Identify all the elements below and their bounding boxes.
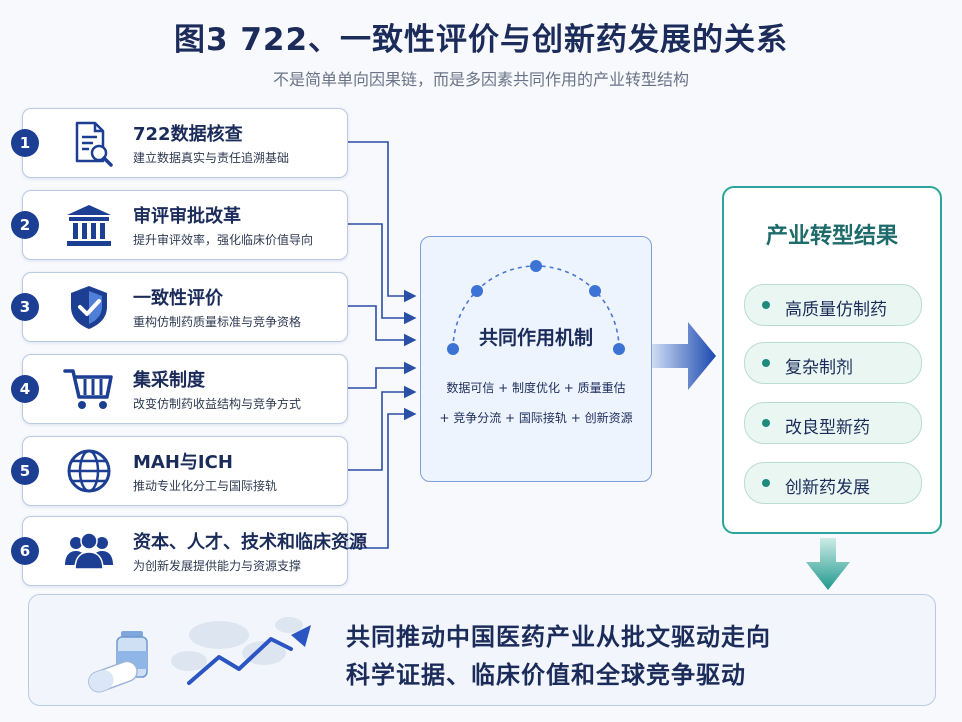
factor-title: 一致性评价 [133,288,223,309]
globe-icon [67,449,111,493]
conclusion-line-1: 共同推动中国医药产业从批文驱动走向 [346,623,771,651]
result-item: 创新药发展 [744,462,922,504]
shopping-cart-icon [63,369,113,409]
mechanism-line-2: + 竞争分流 + 国际接轨 + 创新资源 [439,411,633,425]
conclusion-banner: 共同推动中国医药产业从批文驱动走向 科学证据、临床价值和全球竞争驱动 [28,594,936,706]
vial-cap [121,631,143,637]
factor-description: 改变仿制药收益结构与竞争方式 [133,397,302,411]
result-item-label: 高质量仿制药 [785,300,887,320]
result-item-label: 复杂制剂 [785,358,853,378]
factor-description: 提升审评效率，强化临床价值导向 [133,233,314,247]
result-item: 高质量仿制药 [744,284,922,326]
connector-2 [346,223,417,325]
conclusion-line-2: 科学证据、临床价值和全球竞争驱动 [346,661,746,689]
people-group-icon [65,532,113,570]
mechanism-to-result-arrow [652,322,716,390]
capsule-icon [88,660,138,693]
connector-3 [346,305,417,347]
result-title: 产业转型结果 [765,224,898,249]
bullet-dot-icon [762,301,770,309]
page-title: 图3 722、一致性评价与创新药发展的关系 [173,22,789,58]
growth-arrow-head [291,625,311,647]
connector-4 [346,361,417,389]
factor-card-3: 3 一致性评价 重构仿制药质量标准与竞争资格 [11,272,348,342]
factor-description: 为创新发展提供能力与资源支撑 [133,559,302,573]
shield-check-icon [71,286,107,329]
page-subtitle: 不是简单单向因果链，而是多因素共同作用的产业转型结构 [272,70,689,89]
factor-title: 722数据核查 [133,124,243,145]
factor-card-1: 1 722数据核查 建立数据真实与责任追溯基础 [11,108,348,178]
factor-number: 4 [11,375,39,403]
factor-card-6: 6 资本、人才、技术和临床资源 为创新发展提供能力与资源支撑 [11,516,367,586]
connector-1 [346,141,417,303]
medicine-growth-illustration [88,617,311,693]
result-item: 改良型新药 [744,402,922,444]
factor-number: 1 [11,129,39,157]
factor-card-4: 4 集采制度 改变仿制药收益结构与竞争方式 [11,354,348,424]
factor-card-2: 2 审评审批改革 提升审评效率，强化临床价值导向 [11,190,348,260]
connector-5 [346,385,417,471]
government-building-icon [67,205,111,246]
factor-title: 资本、人才、技术和临床资源 [133,532,367,553]
factor-number: 5 [11,457,39,485]
mechanism-title: 共同作用机制 [478,327,593,349]
factor-description: 建立数据真实与责任追溯基础 [133,151,290,165]
document-search-icon [75,121,113,167]
factor-number: 6 [11,537,39,565]
factor-description: 推动专业化分工与国际接轨 [133,479,278,493]
factor-title: 审评审批改革 [133,206,241,227]
mechanism-box: 共同作用机制 数据可信 + 制度优化 + 质量重估 + 竞争分流 + 国际接轨 … [420,236,652,482]
factor-description: 重构仿制药质量标准与竞争资格 [133,315,302,329]
result-box: 产业转型结果 高质量仿制药 复杂制剂 改良型新药 创新药发展 [722,186,942,534]
mechanism-line-1: 数据可信 + 制度优化 + 质量重估 [446,381,626,395]
factor-number: 3 [11,293,39,321]
result-item: 复杂制剂 [744,342,922,384]
result-item-label: 改良型新药 [785,418,870,438]
growth-trend-line [187,637,293,685]
factor-number: 2 [11,211,39,239]
result-item-label: 创新药发展 [785,478,870,498]
factor-title: MAH与ICH [133,452,233,473]
factor-card-5: 5 MAH与ICH 推动专业化分工与国际接轨 [11,436,348,506]
result-to-bottom-arrow [806,538,850,590]
bullet-dot-icon [762,419,770,427]
factor-title: 集采制度 [133,370,205,391]
bullet-dot-icon [762,359,770,367]
mechanism-arc-icon [447,260,625,355]
connector-6 [346,407,417,549]
bullet-dot-icon [762,479,770,487]
